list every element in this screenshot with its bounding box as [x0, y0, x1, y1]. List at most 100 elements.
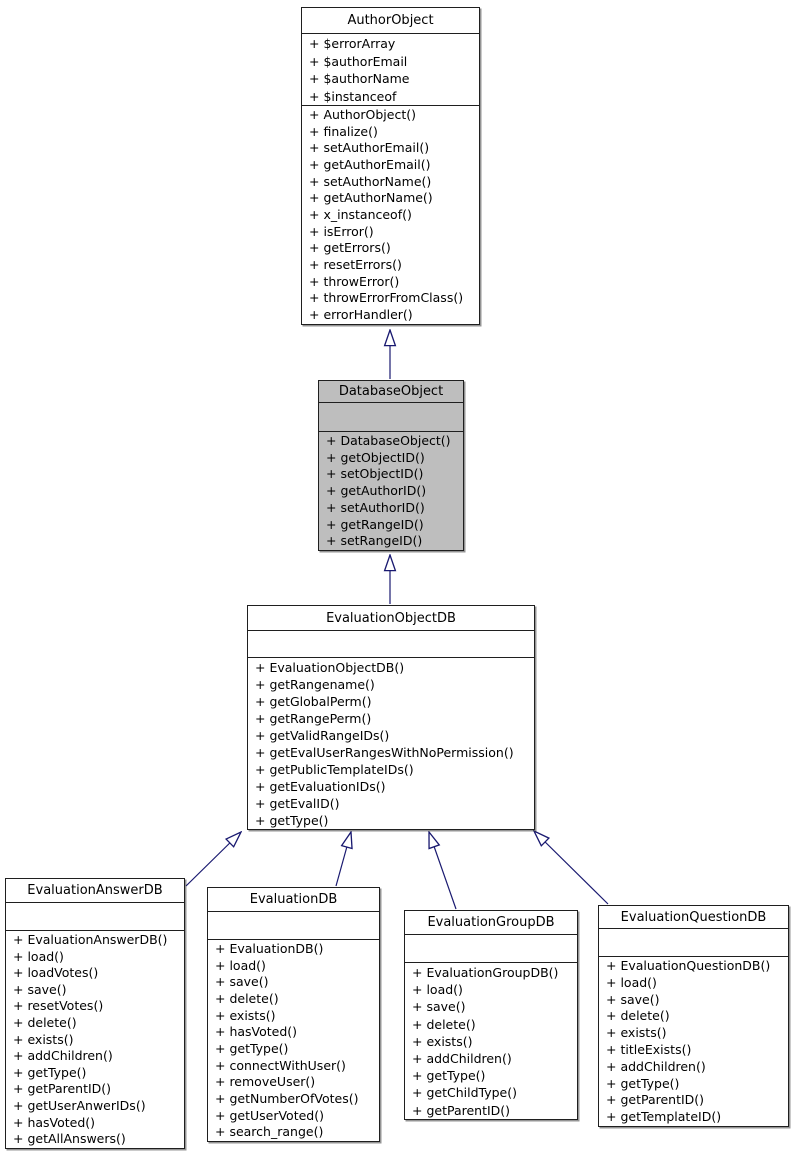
- class-title: EvaluationObjectDB: [248, 606, 534, 631]
- class-member: + resetErrors(): [309, 256, 402, 272]
- class-member: + errorHandler(): [309, 306, 413, 322]
- class-member: + getChildType(): [412, 1085, 517, 1101]
- class-member: + resetVotes(): [13, 998, 104, 1014]
- class-attributes: + $errorArray + $authorEmail + $authorName…: [302, 34, 479, 106]
- class-member: + EvaluationGroupDB(): [412, 965, 559, 980]
- class-member: + throwError(): [309, 273, 400, 289]
- class-member: + delete(): [13, 1014, 77, 1030]
- class-member: + throwErrorFromClass(): [309, 290, 464, 306]
- class-member: + getType(): [412, 1068, 486, 1084]
- class-member: + load(): [215, 957, 266, 973]
- class-member: + delete(): [606, 1008, 670, 1024]
- class-member: + exists(): [606, 1025, 667, 1041]
- class-box-evaluationobjectdb[interactable]: EvaluationObjectDB + EvaluationObjectDB(…: [247, 605, 535, 830]
- inheritance-arrow-evaluationdb-to-evaluationobjectdb: [335, 832, 351, 887]
- class-member: + DatabaseObject(): [326, 433, 451, 448]
- class-attributes: [405, 935, 577, 963]
- class-member: + setAuthorEmail(): [309, 140, 430, 156]
- class-member: + EvaluationDB(): [215, 941, 324, 956]
- class-member: + getEvalUserRangesWithNoPermission(): [255, 745, 514, 760]
- class-title: EvaluationGroupDB: [405, 911, 577, 935]
- class-member: + delete(): [412, 1016, 476, 1032]
- class-member: + loadVotes(): [13, 965, 99, 981]
- class-methods: + EvaluationGroupDB()+ load()+ save()+ d…: [405, 963, 577, 1119]
- class-member: + titleExists(): [606, 1041, 692, 1057]
- class-member: + AuthorObject(): [309, 107, 416, 122]
- class-box-evaluationquestiondb[interactable]: EvaluationQuestionDB + EvaluationQuestio…: [598, 905, 789, 1127]
- class-member: + save(): [215, 974, 269, 990]
- class-attributes: [208, 912, 379, 940]
- class-member: + getAuthorEmail(): [309, 156, 431, 172]
- class-member: + setAuthorID(): [326, 499, 425, 515]
- class-attributes: [319, 403, 463, 432]
- class-member: + $errorArray: [309, 36, 396, 51]
- class-title: EvaluationDB: [208, 888, 379, 912]
- class-box-evaluationanswerdb[interactable]: EvaluationAnswerDB + EvaluationAnswerDB(…: [5, 878, 185, 1149]
- class-member: + getAuthorName(): [309, 190, 433, 206]
- inheritance-arrow-evaluationquestiondb-to-evaluationobjectdb: [534, 831, 609, 905]
- class-methods: + EvaluationAnswerDB()+ load()+ loadVote…: [6, 931, 184, 1148]
- class-member: + getTemplateID(): [606, 1109, 722, 1125]
- class-box-evaluationdb[interactable]: EvaluationDB + EvaluationDB()+ load()+ s…: [207, 887, 380, 1142]
- class-member: + getRangePerm(): [255, 711, 372, 726]
- class-member: + load(): [412, 982, 463, 998]
- class-member: + getPublicTemplateIDs(): [255, 762, 414, 777]
- class-attributes: [6, 903, 184, 931]
- class-member: + exists(): [215, 1007, 276, 1023]
- class-member: + getType(): [215, 1040, 289, 1056]
- class-member: + getAllAnswers(): [13, 1131, 126, 1147]
- class-member: + getNumberOfVotes(): [215, 1090, 359, 1106]
- class-member: + search_range(): [215, 1124, 324, 1140]
- class-title: DatabaseObject: [319, 381, 463, 403]
- class-member: + getEvaluationIDs(): [255, 779, 386, 794]
- class-member: + getUserVoted(): [215, 1107, 324, 1123]
- class-member: + getType(): [606, 1075, 680, 1091]
- class-member: + getType(): [255, 813, 329, 828]
- class-member: + getRangeID(): [326, 516, 424, 532]
- class-box-authorobject[interactable]: AuthorObject + $errorArray+ $authorEmail…: [301, 7, 480, 325]
- class-member: + EvaluationObjectDB(): [255, 660, 405, 675]
- class-methods: + DatabaseObject()+ getObjectID()+ setOb…: [319, 432, 463, 550]
- class-member: + getParentID(): [13, 1081, 112, 1097]
- inheritance-arrow-evaluationgroupdb-to-evaluationobjectdb: [429, 832, 457, 910]
- class-member: + setRangeID(): [326, 533, 423, 549]
- class-member: + getErrors(): [309, 240, 391, 256]
- class-member: + hasVoted(): [215, 1024, 298, 1040]
- class-member: + setObjectID(): [326, 466, 424, 482]
- class-member: + save(): [13, 981, 67, 997]
- class-member: + addChildren(): [412, 1051, 512, 1067]
- class-methods: + AuthorObject()+ finalize()+ setAuthorE…: [302, 106, 479, 324]
- class-member: + x_instanceof(): [309, 206, 412, 222]
- class-member: + $authorEmail: [309, 53, 408, 69]
- class-member: + removeUser(): [215, 1074, 316, 1090]
- class-member: + load(): [606, 974, 657, 990]
- class-member: + getAuthorID(): [326, 483, 427, 499]
- class-member: + $authorName: [309, 71, 410, 86]
- class-member: + getParentID(): [606, 1092, 705, 1108]
- class-member: + finalize(): [309, 123, 378, 139]
- class-member: + delete(): [215, 990, 279, 1006]
- class-member: + $instanceof: [309, 88, 397, 104]
- inheritance-arrow-evaluationanswerdb-to-evaluationobjectdb: [185, 832, 241, 887]
- class-member: + getUserAnwerIDs(): [13, 1097, 146, 1113]
- class-member: + getEvalID(): [255, 796, 340, 811]
- class-methods: + EvaluationDB()+ load()+ save()+ delete…: [208, 940, 379, 1141]
- class-member: + getGlobalPerm(): [255, 694, 372, 709]
- class-title: EvaluationQuestionDB: [599, 906, 788, 929]
- class-member: + hasVoted(): [13, 1114, 96, 1130]
- class-box-evaluationgroupdb[interactable]: EvaluationGroupDB + EvaluationGroupDB() +…: [404, 910, 578, 1120]
- class-member: + getObjectID(): [326, 449, 425, 465]
- class-member: + exists(): [13, 1031, 74, 1047]
- class-attributes: [248, 631, 534, 658]
- class-member: + EvaluationAnswerDB(): [13, 932, 168, 947]
- class-member: + getParentID(): [412, 1102, 511, 1118]
- class-methods: + EvaluationQuestionDB()+ load()+ save()…: [599, 957, 788, 1126]
- class-title: EvaluationAnswerDB: [6, 879, 184, 903]
- class-member: + EvaluationQuestionDB(): [606, 958, 771, 973]
- class-member: + addChildren(): [606, 1058, 706, 1074]
- class-member: + addChildren(): [13, 1048, 113, 1064]
- class-methods: + EvaluationObjectDB()+ getRangename()+ …: [248, 658, 534, 829]
- class-member: + getValidRangeIDs(): [255, 728, 390, 743]
- class-member: + setAuthorName(): [309, 173, 432, 189]
